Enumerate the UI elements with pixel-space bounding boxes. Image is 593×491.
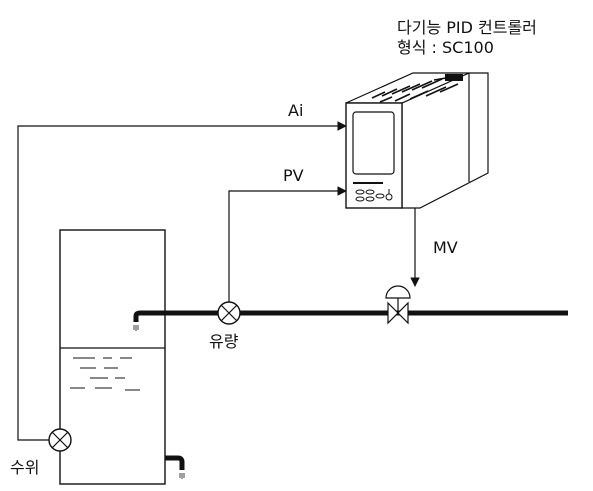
inlet-drip-icon — [133, 325, 139, 331]
ai-signal-label: Ai — [288, 101, 304, 120]
controller-model: 형식 : SC100 — [397, 38, 494, 57]
device-vents — [371, 76, 459, 103]
tank-outlet-pipe — [165, 455, 185, 470]
level-sensor-label: 수위 — [10, 458, 40, 477]
control-valve-icon — [385, 285, 411, 325]
pid-controller-device — [345, 72, 489, 209]
water-tank — [59, 229, 166, 485]
flow-sensor-label: 유량 — [209, 332, 239, 351]
outlet-drip-icon — [179, 473, 185, 479]
process-pipe — [133, 310, 568, 322]
mv-signal-label: MV — [433, 238, 458, 257]
water-ripples — [70, 357, 140, 391]
pv-signal-line — [228, 186, 347, 302]
device-display — [352, 111, 395, 175]
controller-title: 다기능 PID 컨트롤러 — [397, 18, 537, 37]
pv-signal-label: PV — [283, 166, 304, 185]
ai-signal-line — [17, 121, 347, 441]
